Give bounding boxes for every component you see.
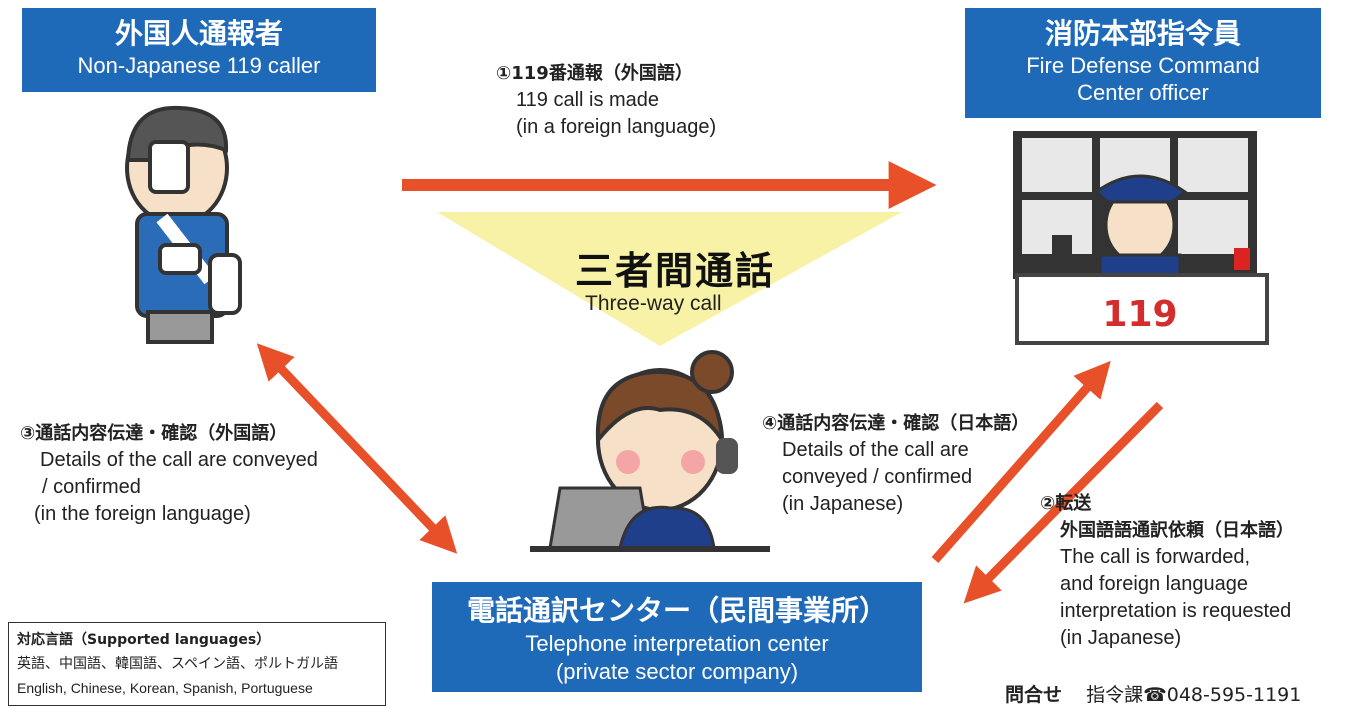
step-1-en-1: 119 call is made: [516, 89, 660, 111]
contact-label: 問合せ: [1005, 684, 1063, 706]
contact-info: 問合せ 指令課☎048-595-1191: [1005, 680, 1301, 707]
step-1-head: ①119番通報（外国語）: [496, 63, 693, 84]
step-2-en-2: and foreign language: [1060, 573, 1248, 595]
center-title-jp: 電話通訳センター（民間事業所）: [466, 594, 887, 627]
officer-title-en-2: Center officer: [1077, 80, 1209, 105]
step-4-head: ④通話内容伝達・確認（日本語）: [762, 413, 1030, 434]
step-2-en-4: (in Japanese): [1060, 627, 1182, 649]
step-2-en-1: The call is forwarded,: [1060, 546, 1251, 568]
supported-languages-box: 対応言語（Supported languages） 英語、中国語、韓国語、スペイ…: [8, 622, 386, 706]
three-way-title-jp: 三者間通話: [575, 249, 776, 293]
languages-jp: 英語、中国語、韓国語、スペイン語、ポルトガル語: [17, 656, 339, 672]
center-title-box: 電話通訳センター（民間事業所） Telephone interpretation…: [432, 582, 922, 692]
step-4-en-1: Details of the call are: [782, 439, 969, 461]
arrow-step4: [931, 360, 1111, 563]
languages-title: 対応言語（Supported languages）: [17, 632, 271, 648]
contact-dept: 指令課: [1086, 684, 1144, 706]
contact-phone: ☎048-595-1191: [1143, 684, 1302, 706]
step-1-label: ①119番通報（外国語） 119 call is made (in a fore…: [496, 60, 716, 141]
officer-title-en-1: Fire Defense Command: [1026, 53, 1260, 78]
languages-en: English, Chinese, Korean, Spanish, Portu…: [17, 680, 313, 696]
three-way-triangle: [437, 212, 902, 346]
step-3-head: ③通話内容伝達・確認（外国語）: [20, 423, 288, 444]
caller-title-jp: 外国人通報者: [114, 17, 283, 50]
officer-title-box: 消防本部指令員 Fire Defense Command Center offi…: [965, 8, 1321, 118]
arrow-step3: [256, 343, 458, 554]
step-2-head-2: 外国語語通訳依頼（日本語）: [1060, 520, 1294, 541]
center-title-en-2: (private sector company): [555, 659, 799, 684]
step-3-en-1: Details of the call are conveyed: [40, 449, 318, 471]
caller-illustration: [125, 105, 242, 344]
desk-number: 119: [1102, 294, 1177, 335]
step-4-label: ④通話内容伝達・確認（日本語） Details of the call are …: [762, 410, 1029, 518]
step-4-en-2: conveyed / confirmed: [782, 466, 973, 488]
step-2-label: ②転送 外国語語通訳依頼（日本語） The call is forwarded,…: [1040, 490, 1294, 652]
step-2-head-1: ②転送: [1040, 493, 1092, 514]
step-3-en-3: (in the foreign language): [34, 503, 251, 525]
officer-illustration: 119: [1013, 131, 1269, 345]
step-3-en-2: / confirmed: [42, 476, 141, 498]
officer-title-jp: 消防本部指令員: [1044, 17, 1241, 50]
three-way-title-en: Three-way call: [585, 292, 722, 315]
caller-title-box: 外国人通報者 Non-Japanese 119 caller: [22, 8, 376, 92]
arrow-step2: [963, 401, 1164, 604]
step-4-en-3: (in Japanese): [782, 493, 904, 515]
step-3-label: ③通話内容伝達・確認（外国語） Details of the call are …: [20, 420, 318, 528]
interpreter-illustration: [530, 350, 770, 552]
step-1-en-2: (in a foreign language): [516, 116, 717, 138]
caller-title-en: Non-Japanese 119 caller: [77, 53, 321, 78]
step-2-en-3: interpretation is requested: [1060, 600, 1292, 622]
center-title-en-1: Telephone interpretation center: [525, 631, 829, 656]
